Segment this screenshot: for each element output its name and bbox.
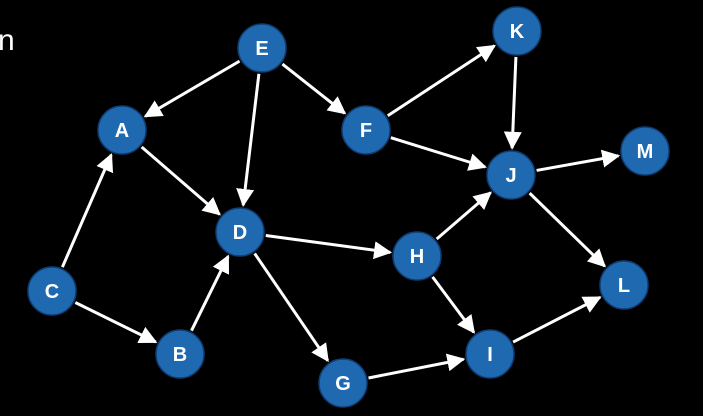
edge-e-f bbox=[281, 62, 347, 115]
node-circle bbox=[237, 23, 287, 73]
node-e: E bbox=[237, 23, 287, 73]
node-m: M bbox=[620, 126, 670, 176]
node-b: B bbox=[155, 329, 205, 379]
node-f: F bbox=[341, 105, 391, 155]
node-circle bbox=[97, 105, 147, 155]
edge-d-h bbox=[265, 234, 393, 260]
node-circle bbox=[318, 358, 368, 408]
node-j: J bbox=[486, 150, 536, 200]
edge-h-j bbox=[435, 191, 492, 241]
edge-f-k bbox=[386, 44, 496, 117]
edge-j-m bbox=[536, 149, 621, 172]
edge-d-g bbox=[253, 252, 330, 363]
node-label: A bbox=[115, 120, 129, 142]
node-label: M bbox=[637, 141, 654, 163]
node-d: D bbox=[215, 207, 265, 257]
node-g: G bbox=[318, 358, 368, 408]
edge-g-i bbox=[368, 353, 466, 380]
node-circle bbox=[486, 150, 536, 200]
node-label: I bbox=[487, 344, 493, 366]
node-c: C bbox=[27, 266, 77, 316]
edge-k-j bbox=[503, 56, 522, 150]
edge-c-a bbox=[60, 153, 114, 268]
nodes-layer: E K A F M J D H C L B I G bbox=[27, 6, 670, 408]
edge-e-a bbox=[143, 59, 241, 118]
node-label: D bbox=[233, 222, 247, 244]
node-circle bbox=[392, 231, 442, 281]
edge-a-d bbox=[140, 145, 221, 216]
node-label: C bbox=[45, 281, 59, 303]
edge-c-b bbox=[74, 301, 158, 344]
node-label: K bbox=[510, 21, 525, 43]
node-circle bbox=[341, 105, 391, 155]
node-circle bbox=[492, 6, 542, 56]
node-circle bbox=[155, 329, 205, 379]
edges-layer bbox=[60, 44, 621, 380]
node-label: H bbox=[410, 246, 424, 268]
node-label: G bbox=[335, 373, 351, 395]
node-k: K bbox=[492, 6, 542, 56]
edge-i-l bbox=[512, 296, 602, 344]
edge-e-d bbox=[236, 73, 261, 207]
edge-b-d bbox=[190, 254, 230, 332]
node-h: H bbox=[392, 231, 442, 281]
node-label: L bbox=[618, 275, 630, 297]
node-label: F bbox=[360, 120, 372, 142]
node-l: L bbox=[599, 260, 649, 310]
edge-j-l bbox=[528, 192, 606, 268]
edge-h-i bbox=[431, 275, 476, 334]
node-label: J bbox=[505, 165, 516, 187]
node-label: B bbox=[173, 344, 187, 366]
node-circle bbox=[599, 260, 649, 310]
node-circle bbox=[465, 329, 515, 379]
cropped-corner-text: n bbox=[0, 24, 15, 57]
node-i: I bbox=[465, 329, 515, 379]
edge-f-j bbox=[390, 136, 487, 171]
node-label: E bbox=[255, 38, 268, 60]
node-circle bbox=[620, 126, 670, 176]
node-a: A bbox=[97, 105, 147, 155]
node-circle bbox=[27, 266, 77, 316]
node-circle bbox=[215, 207, 265, 257]
